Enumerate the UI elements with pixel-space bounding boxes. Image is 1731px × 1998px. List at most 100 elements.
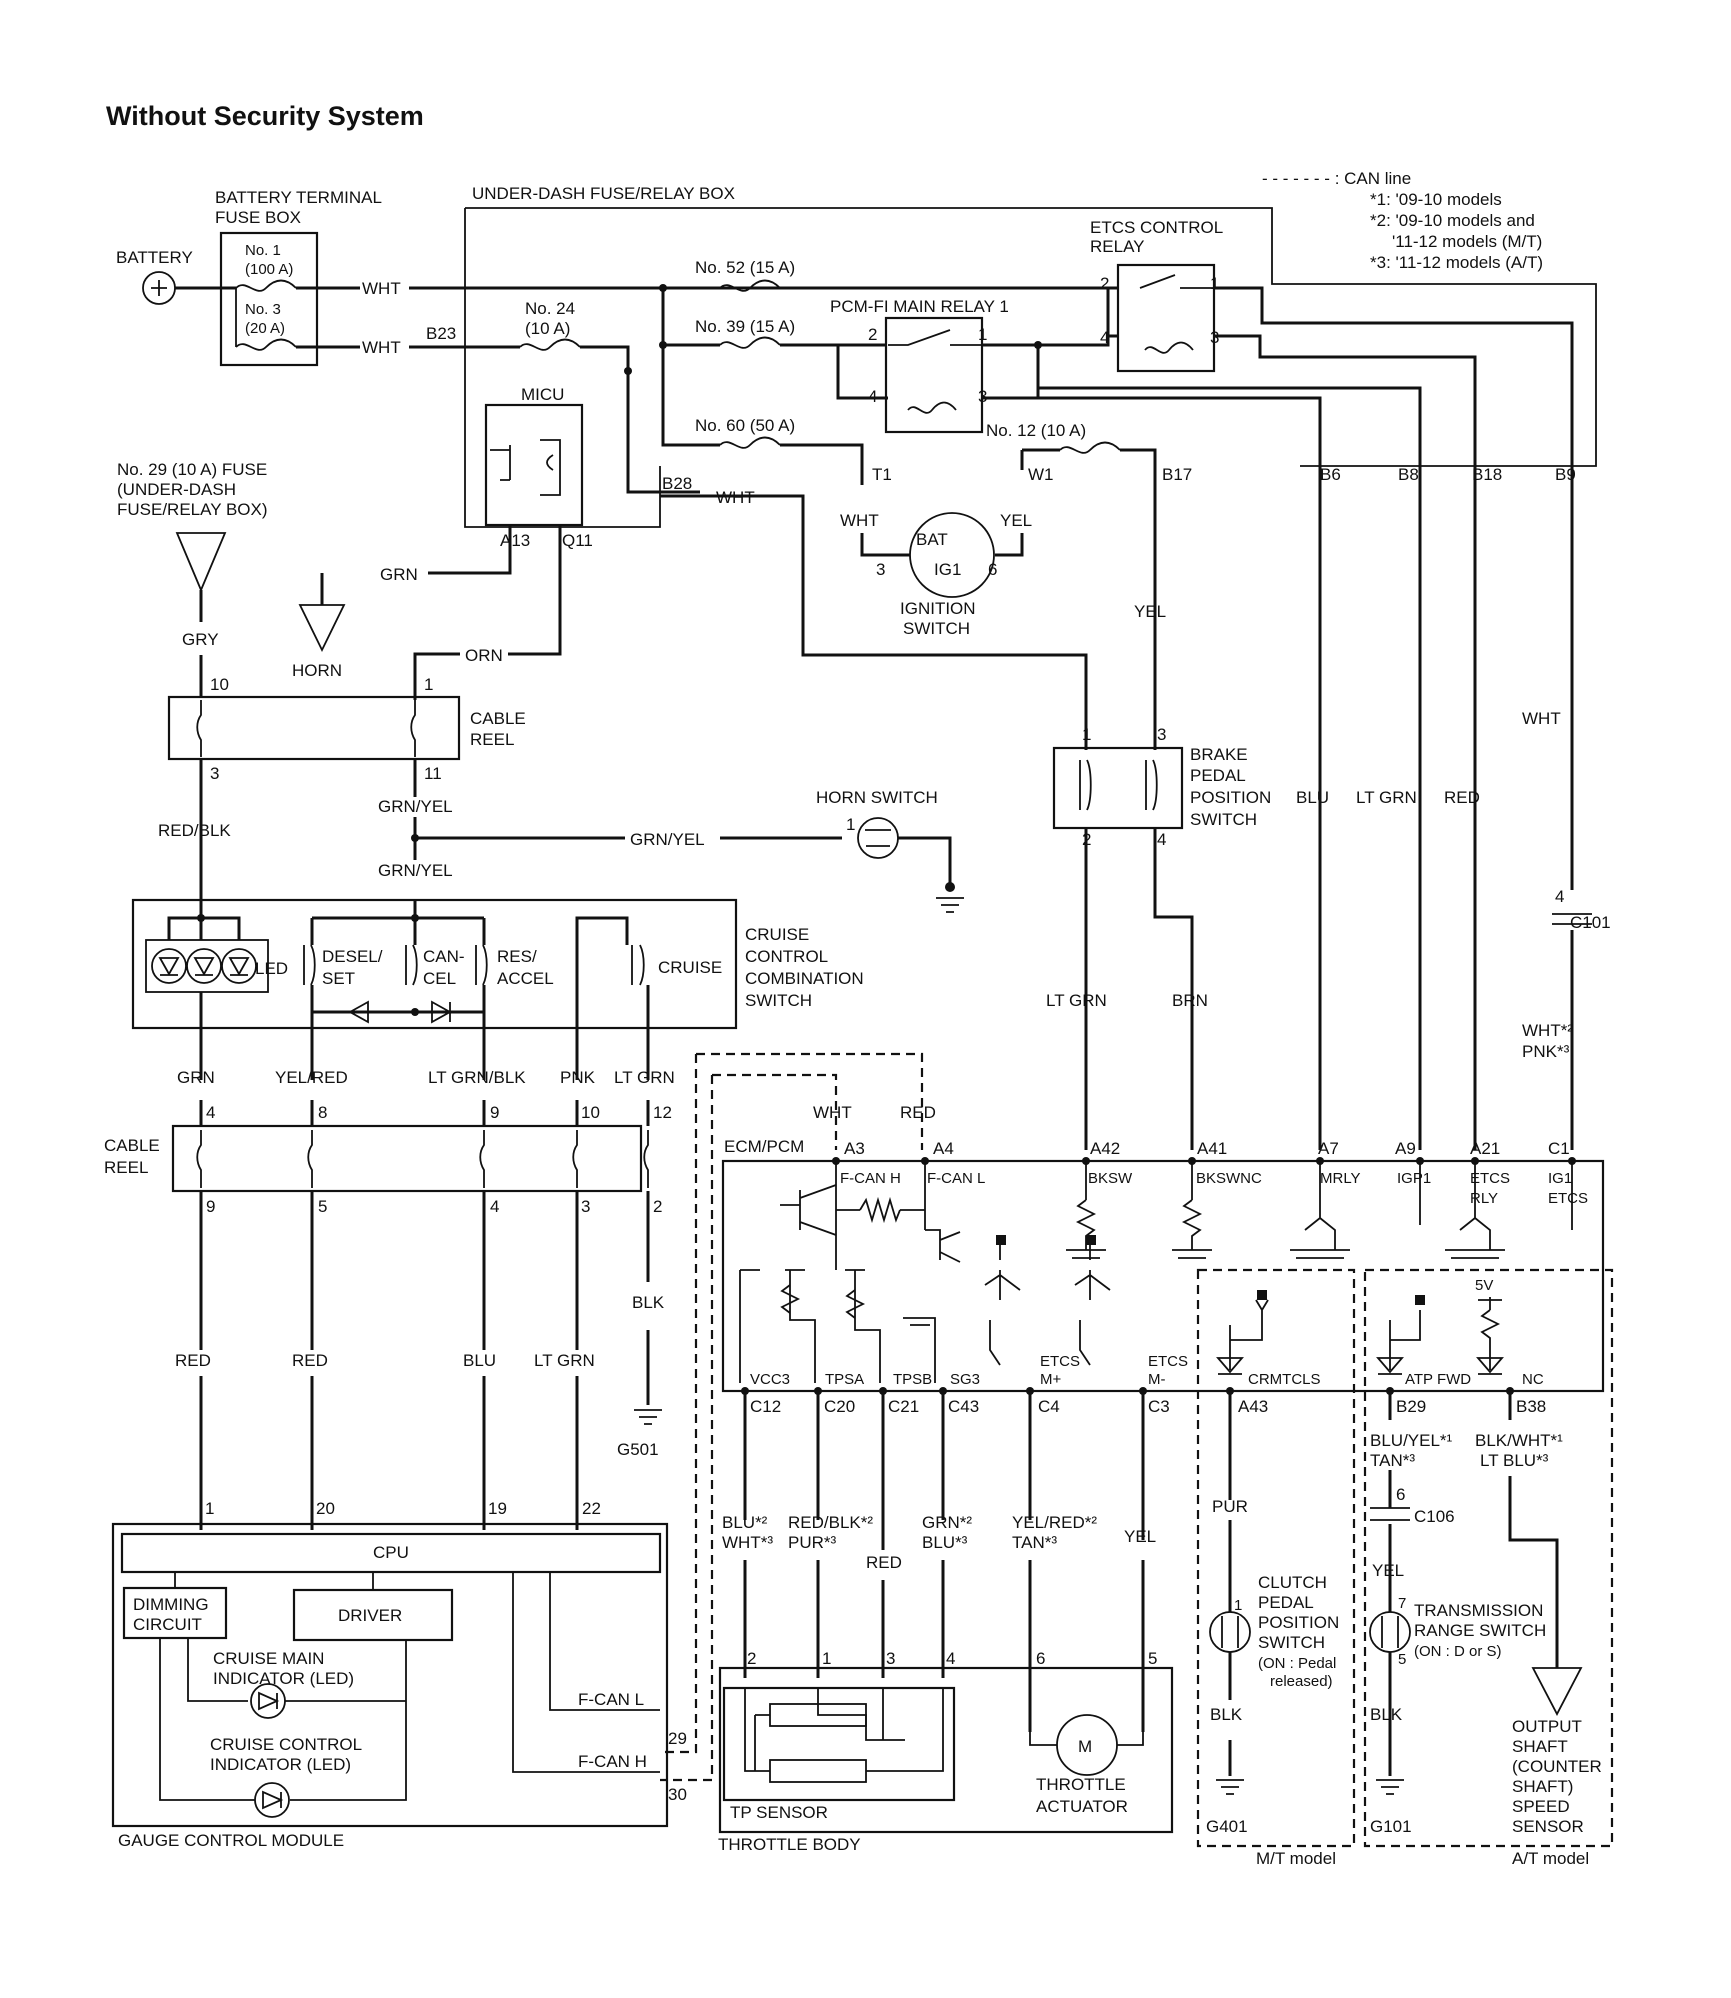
- atp-fwd-diode-icon: [1376, 1310, 1421, 1375]
- led-icon-1: [151, 948, 187, 984]
- ignition-pin-6: 6: [988, 560, 997, 579]
- ecm-tpsa: TPSA: [825, 1371, 864, 1388]
- fuse-1-label: No. 1: [245, 242, 281, 259]
- pin-c3: C3: [1148, 1397, 1170, 1416]
- wire-blu-2: BLU*²: [722, 1513, 768, 1532]
- motor-m-label: M: [1078, 1737, 1092, 1756]
- wire-grn: GRN: [177, 1068, 215, 1087]
- cable-reel-contacts-icon: [196, 700, 416, 757]
- ecm-rly: RLY: [1470, 1190, 1498, 1207]
- brake-label-1: BRAKE: [1190, 745, 1248, 764]
- micu-relay-icon: [490, 439, 561, 496]
- oss-label-6: SENSOR: [1512, 1817, 1584, 1836]
- led-icon-2: [186, 948, 222, 984]
- pin-b6: B6: [1320, 465, 1341, 484]
- lower-reel-pin-3: 3: [581, 1197, 590, 1216]
- wire-red-blk: RED/BLK: [158, 821, 231, 840]
- ecm-bksw: BKSW: [1088, 1170, 1133, 1187]
- trs-label-2: RANGE SWITCH: [1414, 1621, 1546, 1640]
- dimming-label: DIMMING: [133, 1595, 209, 1614]
- tb-pin-4: 4: [946, 1649, 955, 1668]
- ccs-label-2: CONTROL: [745, 947, 828, 966]
- brake-label-3: POSITION: [1190, 788, 1271, 807]
- horn-switch-pin-1: 1: [846, 815, 855, 834]
- wire-wht-ign: WHT: [840, 511, 879, 530]
- driver-label: DRIVER: [338, 1606, 402, 1625]
- ground-g401: G401: [1206, 1817, 1248, 1836]
- brake-pin-1: 1: [1082, 725, 1091, 744]
- gcm-fcanl: F-CAN L: [578, 1690, 644, 1709]
- switch-accel: ACCEL: [497, 969, 554, 988]
- legend-note-2: *2: '09-10 models and: [1370, 211, 1535, 230]
- etcs-control-relay: [1116, 263, 1216, 373]
- wire-red-etcs: RED: [1444, 788, 1480, 807]
- connector-c101-icon: [1552, 913, 1592, 925]
- ecm-etcs-label-mplus: ETCS: [1040, 1353, 1080, 1370]
- wire-ltgrn-blk: LT GRN/BLK: [428, 1068, 526, 1087]
- fuse-3-rating: (20 A): [245, 320, 285, 337]
- fuse-24-symbol: [519, 338, 581, 351]
- fuse-60-label: No. 60 (50 A): [695, 416, 795, 435]
- connector-c106-icon: [1370, 1507, 1410, 1521]
- switch-desel: DESEL/: [322, 947, 383, 966]
- wire-pnk: PNK: [560, 1068, 596, 1087]
- lower-reel-pin-9: 9: [490, 1103, 499, 1122]
- wire-brn: BRN: [1172, 991, 1208, 1010]
- wire-tan-3: TAN*³: [1012, 1533, 1057, 1552]
- fuse-29-label-3: FUSE/RELAY BOX): [117, 500, 268, 519]
- legend-note-2b: '11-12 models (M/T): [1392, 232, 1542, 251]
- cruise-main-led-icon: [250, 1683, 286, 1719]
- throttle-actuator-label: THROTTLE: [1036, 1775, 1126, 1794]
- gcm-pin-20: 20: [316, 1499, 335, 1518]
- ecm-ig1: IG1: [1548, 1170, 1572, 1187]
- wire-wht-micu: WHT: [716, 488, 755, 507]
- pin-a9: A9: [1395, 1139, 1416, 1158]
- tp-sensor-label: TP SENSOR: [730, 1803, 828, 1822]
- pcm-relay-pin-2: 2: [868, 325, 877, 344]
- wire-wht-3: WHT*³: [722, 1533, 773, 1552]
- gcm-pin-19: 19: [488, 1499, 507, 1518]
- can-line-l: [660, 1052, 924, 1754]
- mt-model-label: M/T model: [1256, 1849, 1336, 1868]
- wire-lt-grn-bksw: LT GRN: [1046, 991, 1107, 1010]
- cruise-control-indicator-label-2: INDICATOR (LED): [210, 1755, 351, 1774]
- led-icon-3: [221, 948, 257, 984]
- wire-blu-mrly: BLU: [1296, 788, 1329, 807]
- cruise-control-combination-switch: [131, 898, 738, 1030]
- ccs-label-3: COMBINATION: [745, 969, 864, 988]
- nc-diode-icon: [1476, 1297, 1504, 1375]
- cable-reel-pin-3: 3: [210, 764, 219, 783]
- clutch-label-1: CLUTCH: [1258, 1573, 1327, 1592]
- connector-c101: C101: [1570, 913, 1611, 932]
- cable-reel-label: CABLE: [470, 709, 526, 728]
- pin-c12: C12: [750, 1397, 781, 1416]
- fuse-29-label-2: (UNDER-DASH: [117, 480, 236, 499]
- crmtcls-diode-icon: [1216, 1299, 1269, 1375]
- trs-pin-5: 5: [1398, 1651, 1406, 1668]
- wire-blk-clutch: BLK: [1210, 1705, 1243, 1724]
- wire-redblk-2: RED/BLK*²: [788, 1513, 873, 1532]
- wire-yel-actuator: YEL: [1124, 1527, 1156, 1546]
- etcs-relay-coil-icon: [1139, 274, 1214, 354]
- wire-blu: BLU: [463, 1351, 496, 1370]
- wire-blu-3: BLU*³: [922, 1533, 968, 1552]
- cable-reel-pin-10: 10: [210, 675, 229, 694]
- cpu-label: CPU: [373, 1543, 409, 1562]
- fuse-29-icon: [175, 532, 227, 593]
- wire-pnk-3: PNK*³: [1522, 1042, 1570, 1061]
- gcm-pin-22: 22: [582, 1499, 601, 1518]
- ccs-label-1: CRUISE: [745, 925, 809, 944]
- brake-label-2: PEDAL: [1190, 766, 1246, 785]
- pin-b8: B8: [1398, 465, 1419, 484]
- mrly-driver-icon: [1290, 1161, 1350, 1259]
- ground-g101: G101: [1370, 1817, 1412, 1836]
- battery-terminal-fuse-box-label-2: FUSE BOX: [215, 208, 301, 227]
- ecm-crmtcls: CRMTCLS: [1248, 1371, 1321, 1388]
- ignition-switch-symbol: [909, 512, 995, 598]
- oss-label-3: (COUNTER: [1512, 1757, 1602, 1776]
- cable-reel-lower-label-2: REEL: [104, 1158, 148, 1177]
- cable-reel-lower: [171, 1124, 643, 1193]
- legend-note-1: *1: '09-10 models: [1370, 190, 1502, 209]
- ignition-pin-3: 3: [876, 560, 885, 579]
